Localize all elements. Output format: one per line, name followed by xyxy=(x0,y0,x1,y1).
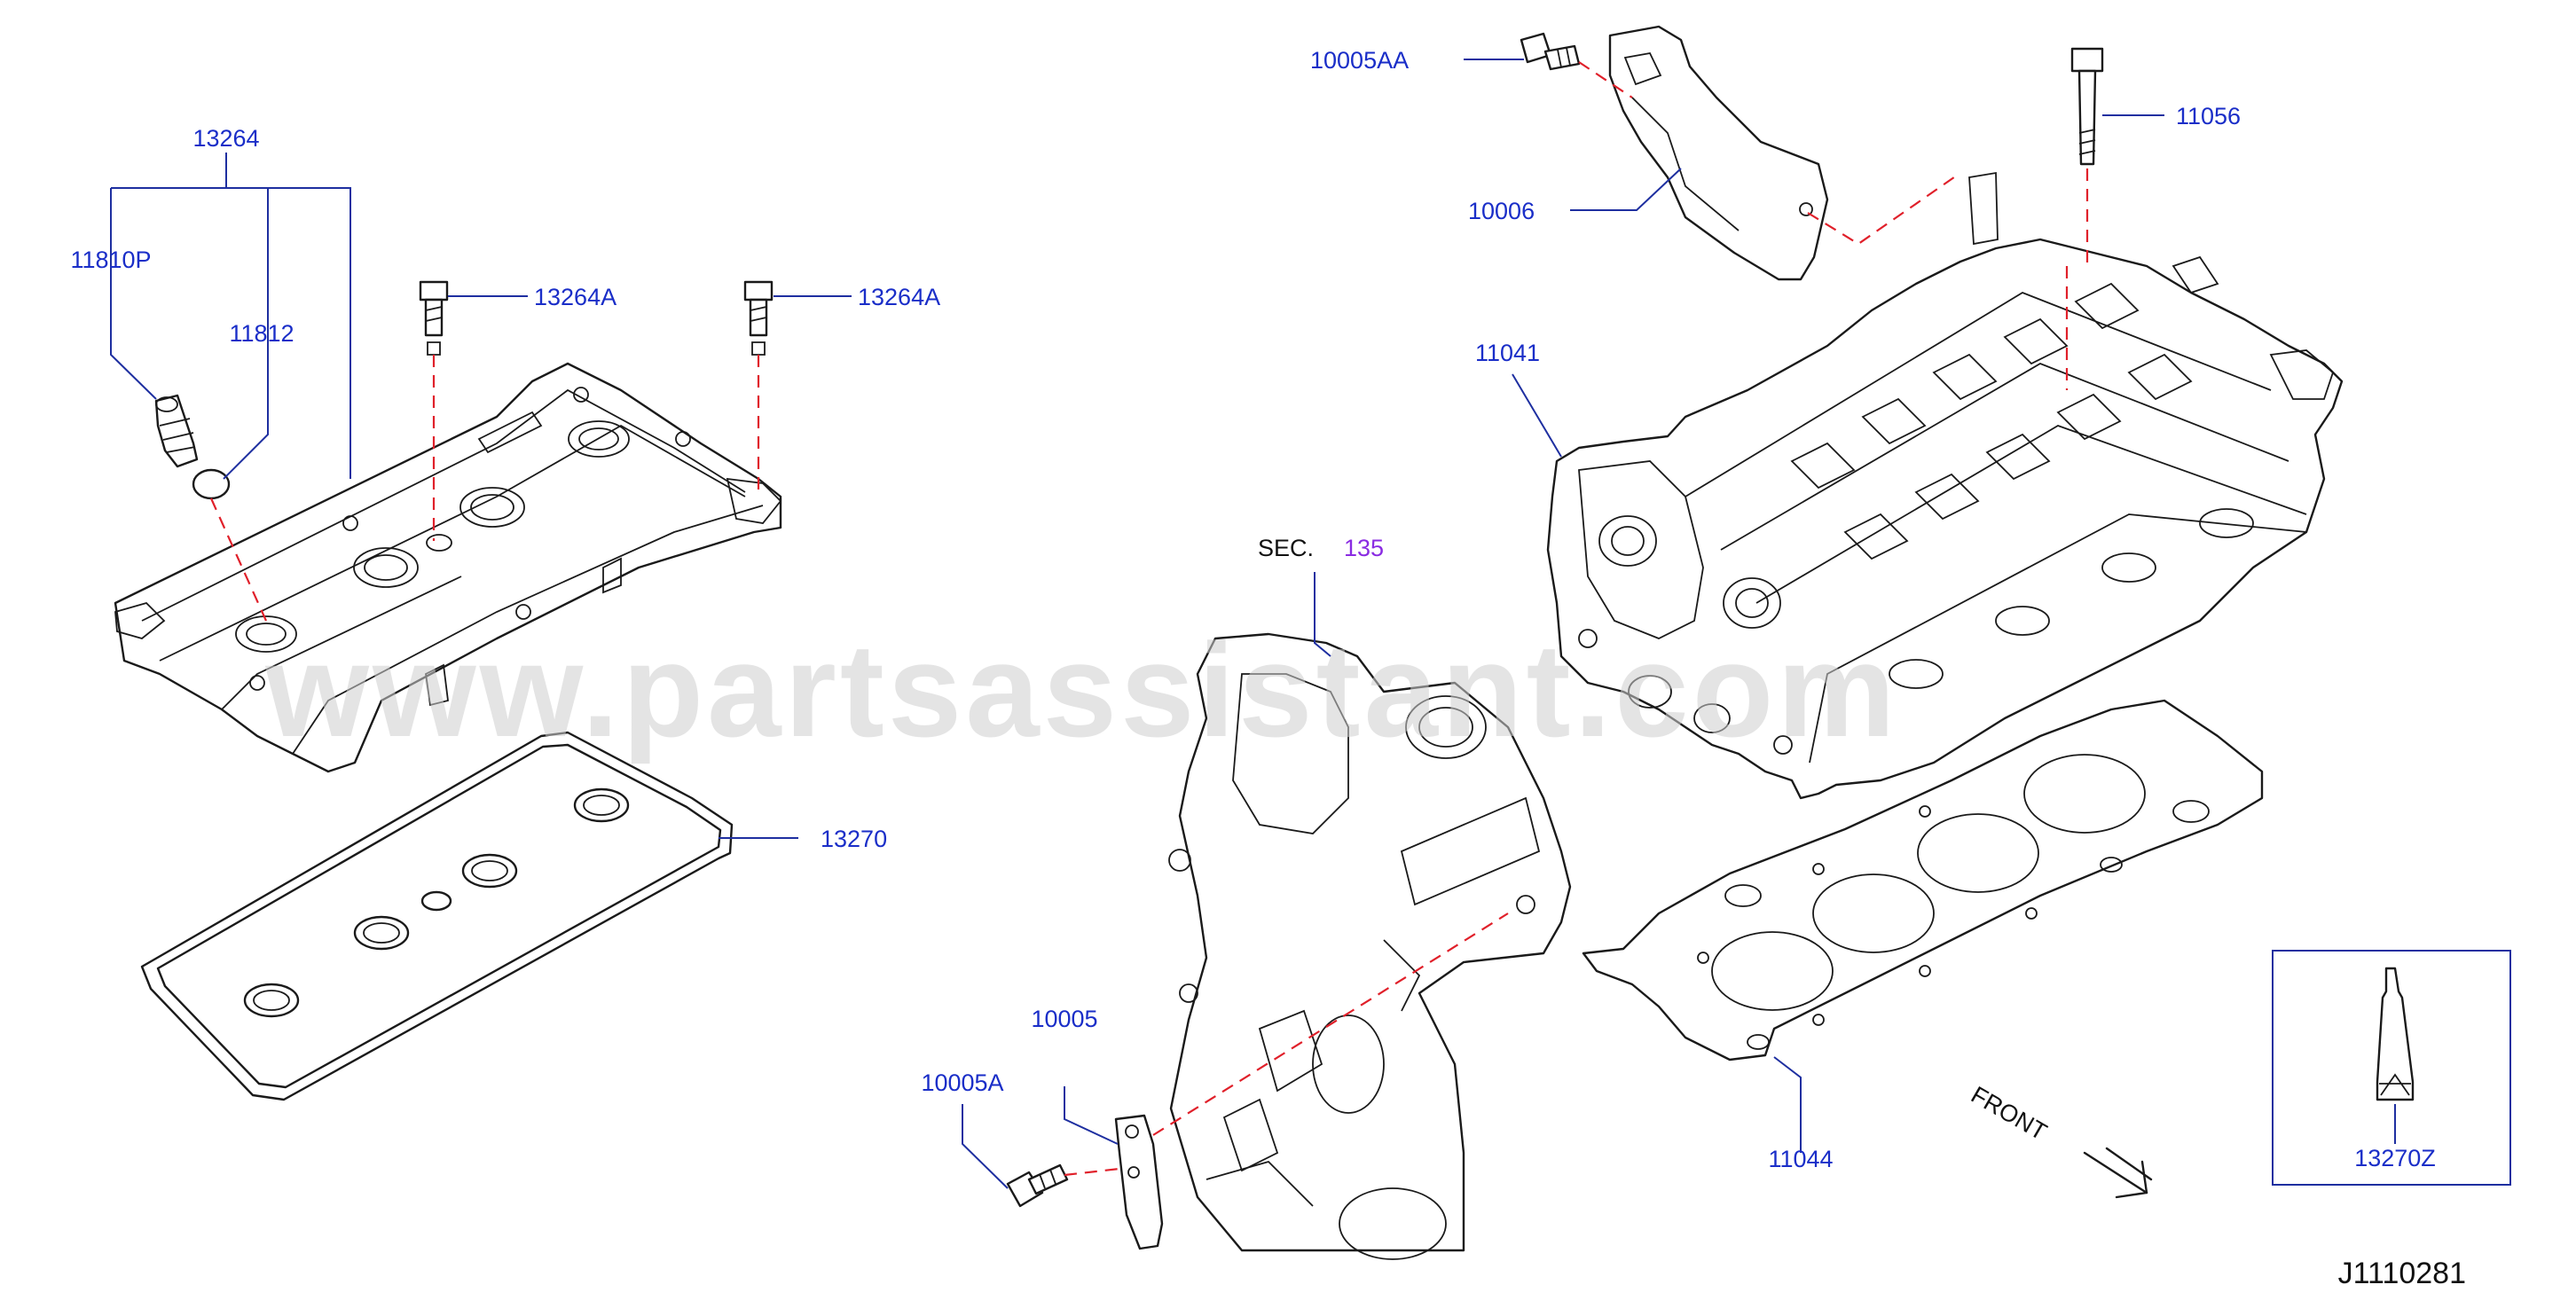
callout-13270[interactable]: 13270 xyxy=(821,826,887,852)
callout-10005AA[interactable]: 10005AA xyxy=(1310,47,1409,74)
sealant-tube-part[interactable] xyxy=(2376,967,2415,1101)
callout-11812[interactable]: 11812 xyxy=(229,320,294,347)
lifting-hook-rear-part[interactable] xyxy=(1608,25,1829,281)
callout-11810P[interactable]: 11810P xyxy=(70,247,151,273)
callout-11041[interactable]: 11041 xyxy=(1475,340,1540,366)
pcv-grommet-part[interactable] xyxy=(192,468,231,500)
drawing-id: J1110281 xyxy=(2338,1257,2466,1290)
pcv-valve-part[interactable] xyxy=(154,394,199,468)
lifting-hook-rear-bolt-part[interactable] xyxy=(1520,32,1581,71)
callout-11056[interactable]: 11056 xyxy=(2176,103,2241,129)
section-prefix: SEC. xyxy=(1258,535,1314,561)
callout-leaders xyxy=(110,59,2396,1189)
installation-centerlines xyxy=(209,61,2089,1177)
callout-10005A[interactable]: 10005A xyxy=(921,1069,1003,1096)
callout-10005[interactable]: 10005 xyxy=(1031,1006,1097,1032)
callout-10006[interactable]: 10006 xyxy=(1468,198,1535,224)
lifting-hook-front-part[interactable] xyxy=(1114,1114,1164,1250)
cylinder-head-gasket-part[interactable] xyxy=(1582,699,2264,1061)
timing-chain-case-part[interactable] xyxy=(1168,632,1572,1260)
lifting-hook-front-bolt-part[interactable] xyxy=(1006,1163,1069,1208)
callout-13264A-left[interactable]: 13264A xyxy=(534,284,617,310)
rocker-cover-gasket-part[interactable] xyxy=(140,731,734,1101)
rocker-cover-part[interactable] xyxy=(114,362,782,773)
front-direction-arrow xyxy=(2083,1147,2153,1199)
callout-11044[interactable]: 11044 xyxy=(1768,1146,1833,1172)
cover-bolt-left-part[interactable] xyxy=(419,280,449,356)
callout-13270Z[interactable]: 13270Z xyxy=(2354,1145,2436,1171)
cylinder-head-bolt-part[interactable] xyxy=(2070,47,2104,166)
callout-13264[interactable]: 13264 xyxy=(192,125,259,152)
watermark: www.partsassistant.com xyxy=(264,615,1898,764)
section-number[interactable]: 135 xyxy=(1344,535,1384,561)
cover-bolt-right-part[interactable] xyxy=(743,280,774,356)
sealant-detail-box xyxy=(2272,950,2511,1186)
callout-13264A-right[interactable]: 13264A xyxy=(858,284,940,310)
front-label: FRONT xyxy=(1967,1081,2052,1145)
cylinder-head-part[interactable] xyxy=(1546,171,2344,800)
